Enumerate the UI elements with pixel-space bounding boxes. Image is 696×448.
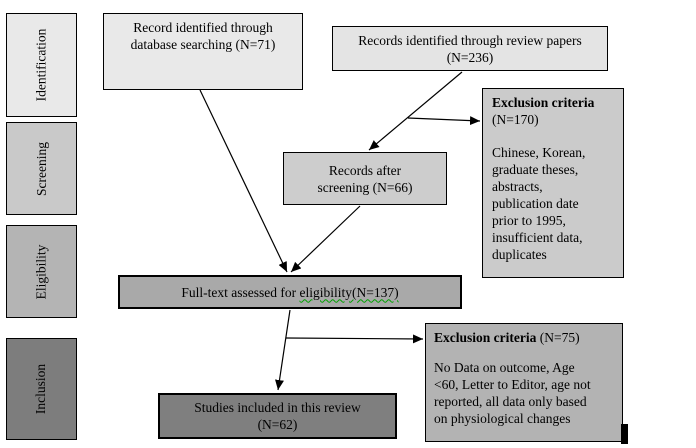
arrow-branch-to-exclusion1: [407, 116, 481, 126]
box-corner-artifact: [621, 424, 628, 444]
box-exclusion-criteria-screening: Exclusion criteria (N=170) Chinese, Kore…: [482, 88, 624, 278]
exclusion1-title: Exclusion criteria: [492, 95, 595, 110]
stage-eligibility-label: Eligibility: [33, 244, 49, 299]
box-studies-included-text: Studies included in this review (N=62): [194, 400, 361, 432]
box-records-after-screening-text: Records after screening (N=66): [317, 162, 413, 195]
stage-identification-label: Identification: [33, 28, 49, 102]
box-review-papers-text: Records identified through review papers…: [358, 32, 582, 65]
box-records-after-screening: Records after screening (N=66): [283, 152, 447, 205]
exclusion2-body: No Data on outcome, Age <60, Letter to E…: [434, 360, 591, 426]
fulltext-spellcheck-flagged: eligibility(N=137): [299, 284, 399, 300]
exclusion2-count: (N=75): [536, 330, 580, 345]
box-fulltext-assessed: Full-text assessed for eligibility(N=137…: [118, 275, 462, 309]
exclusion1-count: (N=170): [492, 112, 539, 127]
arrow-screened-to-fulltext: [290, 205, 361, 273]
box-fulltext-assessed-text: Full-text assessed for eligibility(N=137…: [181, 284, 398, 301]
arrow-database-to-fulltext: [199, 89, 288, 273]
stage-eligibility: Eligibility: [6, 225, 77, 318]
exclusion2-title: Exclusion criteria: [434, 330, 537, 345]
stage-identification: Identification: [6, 13, 77, 117]
exclusion1-body: Chinese, Korean, graduate theses, abstra…: [492, 145, 586, 262]
stage-screening-label: Screening: [33, 141, 49, 196]
box-studies-included: Studies included in this review (N=62): [158, 393, 397, 439]
stage-inclusion: Inclusion: [6, 338, 77, 440]
box-review-papers: Records identified through review papers…: [332, 26, 608, 71]
arrow-fulltext-to-included: [275, 309, 291, 391]
fulltext-prefix: Full-text assessed for: [181, 284, 300, 300]
arrow-branch-to-exclusion2: [285, 334, 424, 344]
stage-screening: Screening: [6, 122, 77, 215]
arrow-review-to-screened: [368, 71, 463, 151]
stage-inclusion-label: Inclusion: [33, 363, 49, 415]
box-database-search: Record identified through database searc…: [103, 13, 303, 90]
box-database-search-text: Record identified through database searc…: [130, 20, 276, 52]
box-exclusion-criteria-fulltext: Exclusion criteria (N=75) No Data on out…: [425, 323, 623, 442]
